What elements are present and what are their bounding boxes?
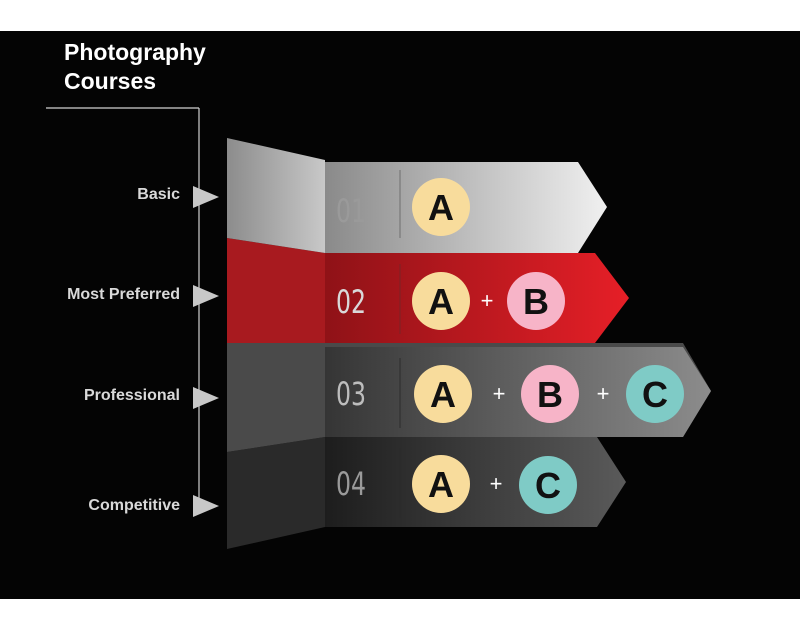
tier-04-panel [227, 437, 325, 549]
top-border-band [0, 0, 800, 31]
badge-a-circle [412, 178, 470, 236]
title-line-2: Courses [64, 68, 157, 94]
pointer-arrow-icon [193, 387, 219, 409]
badge-b-circle [521, 365, 579, 423]
plus-sign: + [490, 471, 503, 496]
page-title: Photography Courses [64, 38, 264, 96]
bottom-border-band [0, 599, 800, 629]
tier-label-competitive: Competitive [88, 497, 180, 514]
badge-a-circle [412, 272, 470, 330]
pointer-arrow-icon [193, 495, 219, 517]
tier-label-most-preferred: Most Preferred [67, 286, 180, 303]
tier-04-number: 04 [336, 465, 366, 503]
badge-a-label: A [428, 281, 454, 322]
tier-02-panel [227, 238, 325, 343]
tier-01-number: 01 [336, 192, 366, 230]
badge-c-label: C [535, 465, 561, 506]
title-line-1: Photography [64, 39, 206, 65]
tier-04-arrow [325, 437, 626, 527]
tier-02-arrow [325, 253, 629, 343]
badge-a-label: A [428, 187, 454, 228]
badge-b-circle [507, 272, 565, 330]
badge-a-circle [414, 365, 472, 423]
pointer-arrow-icon [193, 285, 219, 307]
badge-b-label: B [523, 281, 549, 322]
badge-b-label: B [537, 374, 563, 415]
badge-c-label: C [642, 374, 668, 415]
badge-c-circle [519, 456, 577, 514]
tier-label-professional: Professional [83, 387, 180, 404]
tier-label-basic: Basic [137, 186, 180, 203]
badge-c-circle [626, 365, 684, 423]
tier-03-number: 03 [336, 375, 366, 413]
pointer-arrow-icon [193, 186, 219, 208]
tier-03-arrow [325, 347, 711, 437]
tier-01-panel [227, 138, 325, 253]
plus-sign: + [597, 381, 610, 406]
badge-a-circle [412, 455, 470, 513]
tier-02-number: 02 [336, 283, 366, 321]
badge-a-label: A [428, 464, 454, 505]
plus-sign: + [493, 381, 506, 406]
plus-sign: + [481, 288, 494, 313]
badge-a-label: A [430, 374, 456, 415]
